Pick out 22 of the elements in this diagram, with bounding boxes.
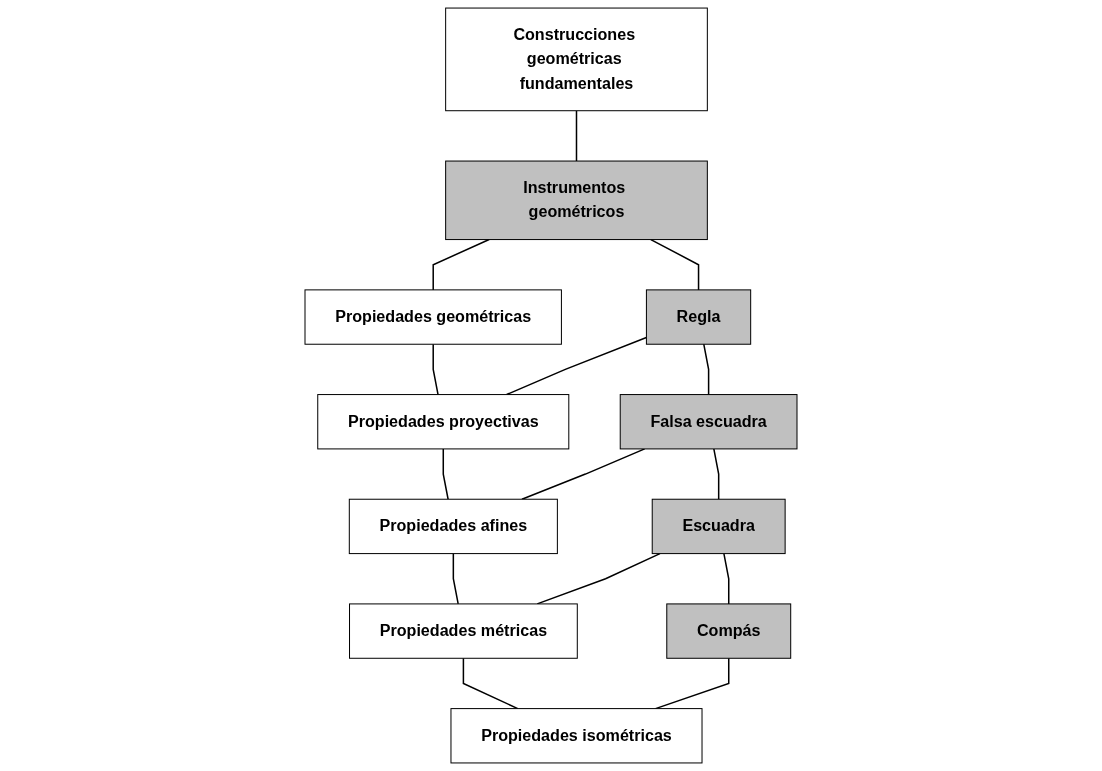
connector	[432, 238, 490, 291]
node-box	[304, 289, 562, 345]
node-box	[645, 289, 752, 345]
connector	[442, 448, 449, 500]
connector	[713, 448, 720, 500]
connector	[521, 448, 646, 500]
connector	[723, 552, 730, 605]
node-box	[445, 160, 708, 241]
connector	[452, 552, 459, 605]
node-box	[317, 394, 570, 450]
connector	[432, 343, 439, 396]
node-box	[666, 603, 792, 659]
connector	[462, 657, 519, 710]
node-box	[651, 498, 786, 555]
connector	[703, 343, 710, 396]
node-box	[450, 708, 703, 764]
node-box	[619, 394, 798, 450]
connector	[575, 109, 578, 162]
node-box	[445, 7, 708, 112]
node-box	[349, 603, 578, 659]
node-box	[348, 498, 558, 555]
connector	[650, 238, 700, 291]
